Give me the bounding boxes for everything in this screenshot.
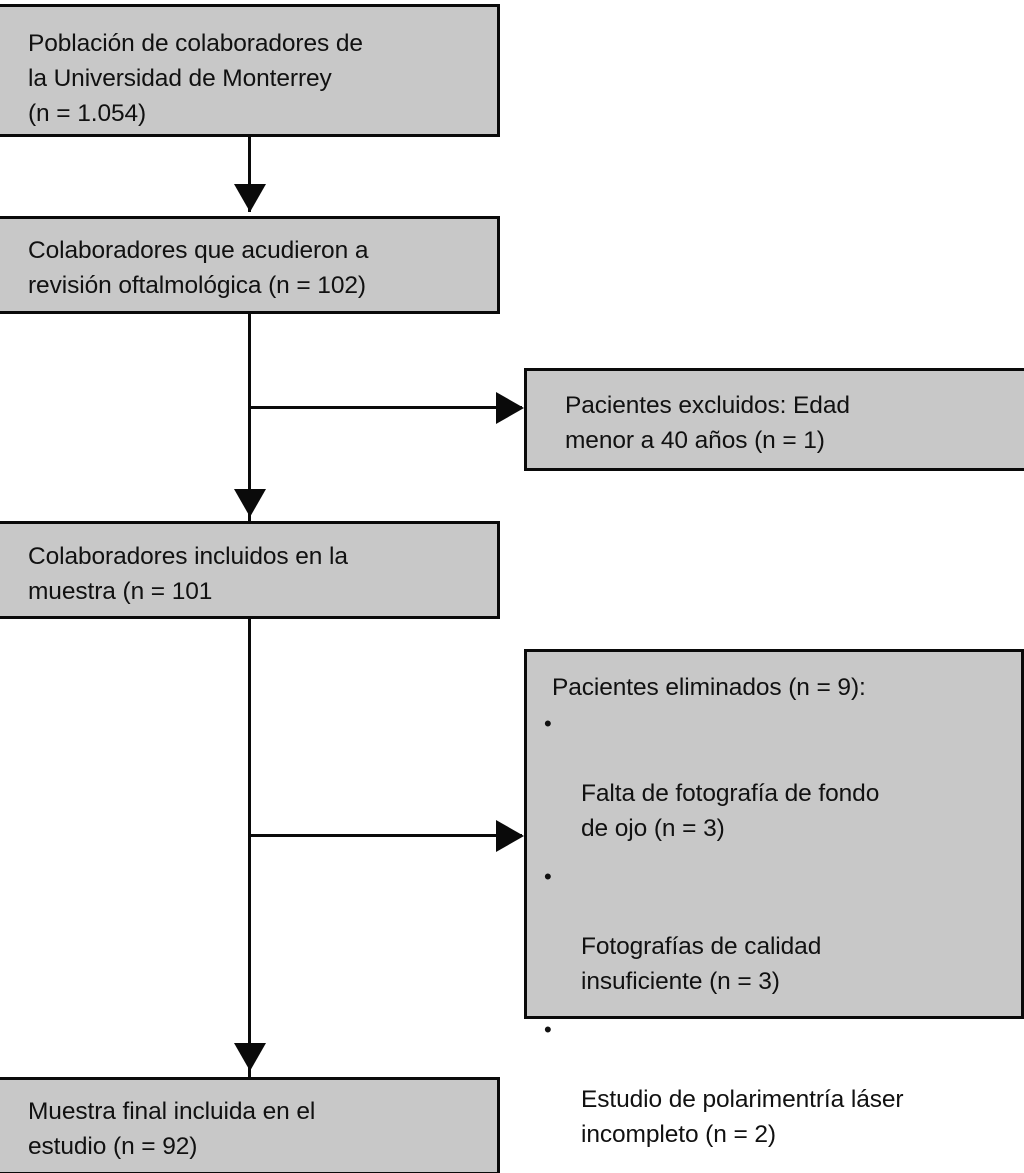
node-included-label: Colaboradores incluidos en la muestra (n…: [28, 543, 348, 605]
bullet-icon: •: [544, 711, 552, 736]
arrowhead-down-attended: [234, 184, 266, 212]
connector-branch-removed: [250, 834, 522, 837]
connector-attended-to-included: [248, 314, 251, 526]
node-removed-header: Pacientes eliminados (n = 9):: [552, 674, 866, 701]
connector-population-to-attended: [248, 137, 251, 212]
node-attended-label: Colaboradores que acudieron a revisión o…: [28, 237, 369, 299]
node-population-label: Población de colaboradores de la Univers…: [28, 30, 363, 127]
list-item: • Fotografías de calidad insuficiente (n…: [527, 859, 903, 999]
node-final-label: Muestra final incluida en el estudio (n …: [28, 1098, 316, 1160]
list-item-label: Fotografías de calidad insuficiente (n =…: [581, 933, 822, 995]
connector-branch-excluded: [250, 406, 522, 409]
arrowhead-down-final: [234, 1043, 266, 1071]
bullet-icon: •: [544, 864, 552, 889]
node-included-sample: Colaboradores incluidos en la muestra (n…: [0, 521, 500, 619]
node-removed-patients: Pacientes eliminados (n = 9): • Falta de…: [524, 649, 1024, 1173]
arrowhead-right-removed: [496, 820, 524, 852]
arrowhead-right-excluded: [496, 392, 524, 424]
arrowhead-down-included: [234, 489, 266, 517]
list-item-label: Falta de fotografía de fondo de ojo (n =…: [581, 780, 880, 842]
node-attended-ophthalmology: Colaboradores que acudieron a revisión o…: [0, 216, 500, 314]
node-excluded-patients: Pacientes excluidos: Edad menor a 40 año…: [524, 368, 1024, 471]
bullet-icon: •: [544, 1017, 552, 1042]
bullet-icon: •: [544, 1165, 552, 1173]
list-item-label: Estudio de polarimentría láser incomplet…: [581, 1086, 904, 1148]
list-item: • Falta de evaluación de ángulo iridocor…: [527, 1165, 903, 1173]
node-population: Población de colaboradores de la Univers…: [0, 4, 500, 137]
removed-reasons-list: • Falta de fotografía de fondo de ojo (n…: [527, 706, 904, 1173]
list-item: • Falta de fotografía de fondo de ojo (n…: [527, 706, 903, 846]
list-item: • Estudio de polarimentría láser incompl…: [527, 1012, 904, 1152]
node-final-sample: Muestra final incluida en el estudio (n …: [0, 1077, 500, 1173]
connector-included-to-final: [248, 619, 251, 1079]
node-excluded-label: Pacientes excluidos: Edad menor a 40 año…: [565, 392, 850, 454]
